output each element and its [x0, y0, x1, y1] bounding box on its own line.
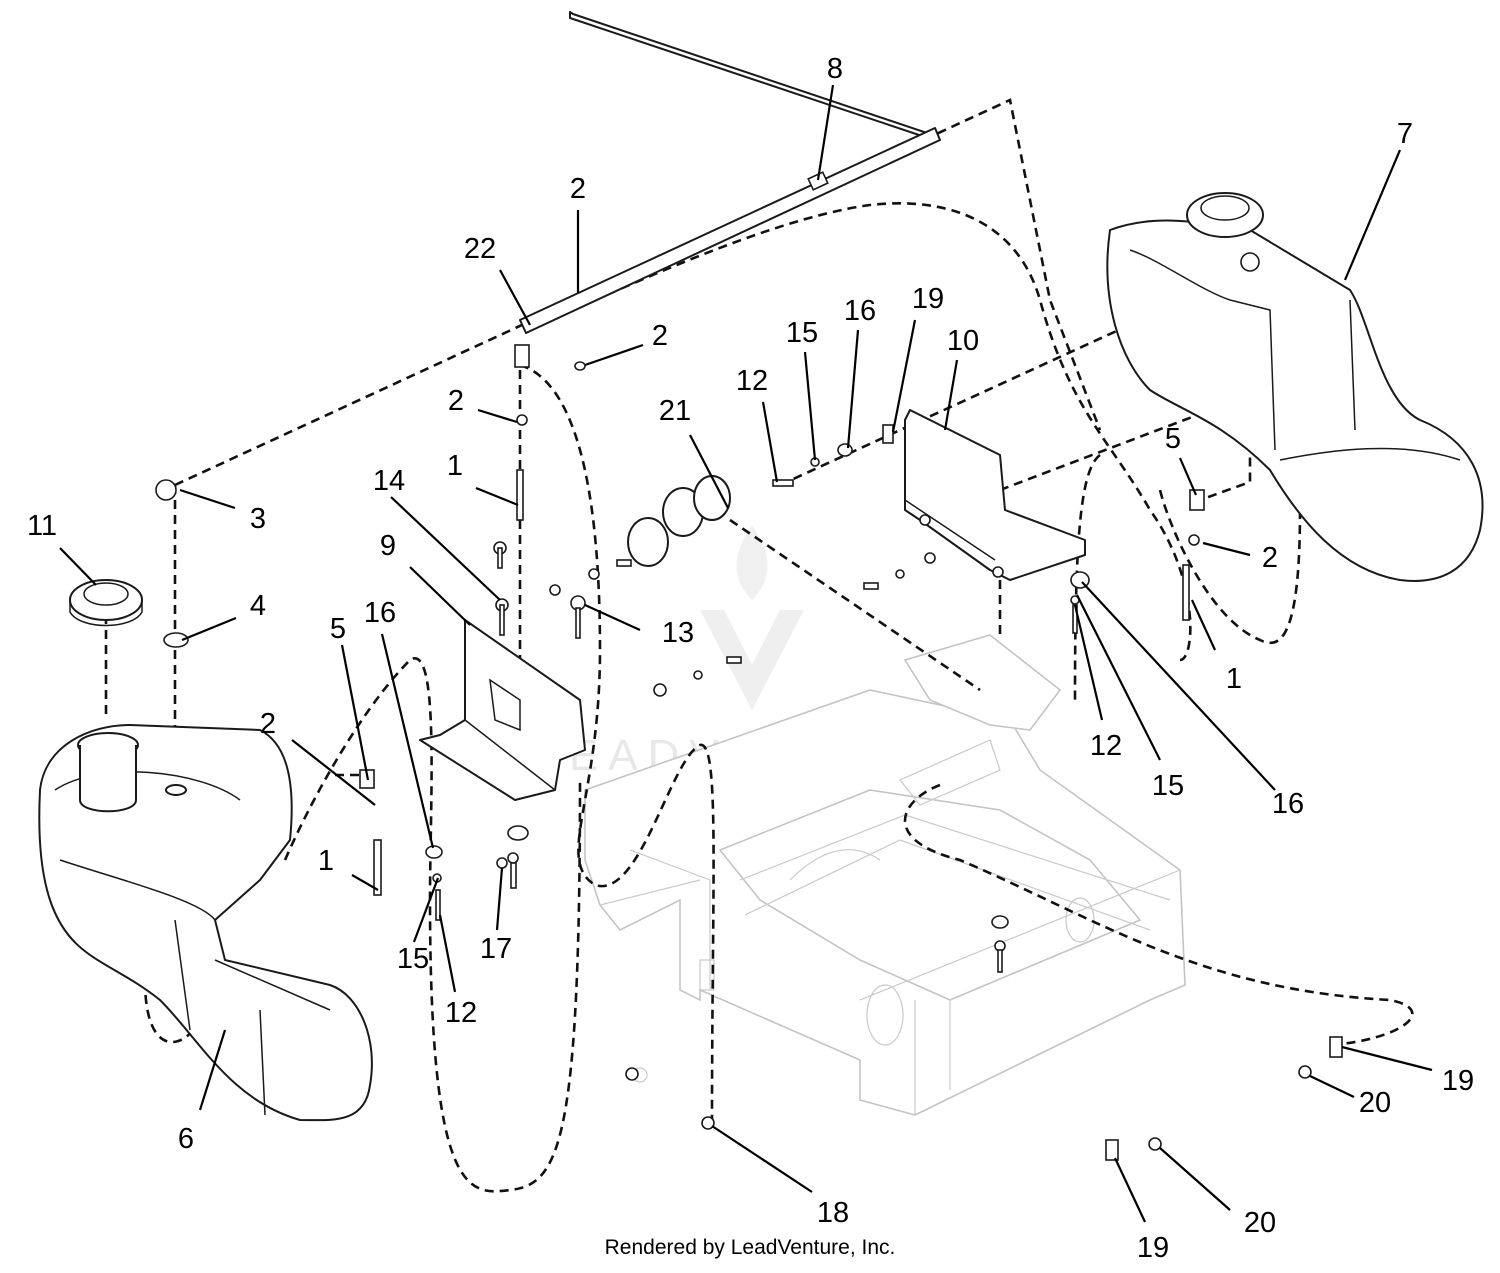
callout-label: 3 [250, 503, 266, 535]
callout-label: 7 [1397, 118, 1413, 150]
callout-label: 11 [27, 510, 57, 542]
callout-label: 22 [464, 233, 496, 265]
callout-label: 2 [1262, 542, 1278, 574]
callout-label: 1 [318, 845, 334, 877]
callout-label: 20 [1244, 1207, 1276, 1239]
callout-label: 9 [380, 530, 396, 562]
bracket-right [904, 409, 1086, 581]
fuel-line-assembly [514, 11, 941, 371]
callout-label: 1 [447, 450, 463, 482]
callout-label: 10 [947, 325, 979, 357]
callouts: 8 7 2 22 2 19 16 15 10 12 2 21 5 14 1 3 … [27, 53, 1474, 1264]
watermark-flame-icon [736, 525, 768, 600]
callout-label: 18 [817, 1197, 849, 1229]
callout-label: 13 [662, 617, 694, 649]
left-fuel-tank [38, 724, 373, 1122]
callout-label: 8 [827, 53, 843, 85]
leader-lines [59, 84, 1433, 1223]
callout-label: 15 [397, 943, 429, 975]
callout-label: 4 [250, 590, 266, 622]
callout-label: 6 [178, 1123, 194, 1155]
watermark-logo-icon [700, 610, 804, 710]
callout-label: 12 [1090, 730, 1122, 762]
hose-clamps [627, 475, 731, 567]
callout-label: 15 [786, 317, 818, 349]
callout-label: 19 [1442, 1065, 1474, 1097]
callout-label: 14 [373, 465, 405, 497]
callout-label: 19 [1137, 1232, 1169, 1264]
bracket-left [419, 619, 586, 801]
callout-label: 12 [736, 365, 768, 397]
callout-label: 15 [1152, 770, 1184, 802]
callout-label: 16 [844, 295, 876, 327]
callout-label: 20 [1359, 1087, 1391, 1119]
fuel-cap-left [69, 579, 143, 627]
callout-label: 17 [480, 933, 512, 965]
callout-label: 16 [1272, 788, 1304, 820]
footer-credit: Rendered by LeadVenture, Inc. [604, 1236, 896, 1259]
callout-label: 2 [570, 173, 586, 205]
callout-label: 16 [364, 597, 396, 629]
callout-label: 19 [912, 283, 944, 315]
callout-label: 2 [448, 385, 464, 417]
callout-label: 1 [1226, 663, 1242, 695]
right-fuel-tank [1106, 192, 1484, 582]
callout-label: 5 [330, 613, 346, 645]
callout-label: 5 [1165, 423, 1181, 455]
callout-label: 12 [445, 997, 477, 1029]
callout-label: 21 [659, 395, 691, 427]
callout-label: 2 [260, 708, 276, 740]
chassis-frame [584, 634, 1186, 1116]
callout-label: 2 [652, 320, 668, 352]
